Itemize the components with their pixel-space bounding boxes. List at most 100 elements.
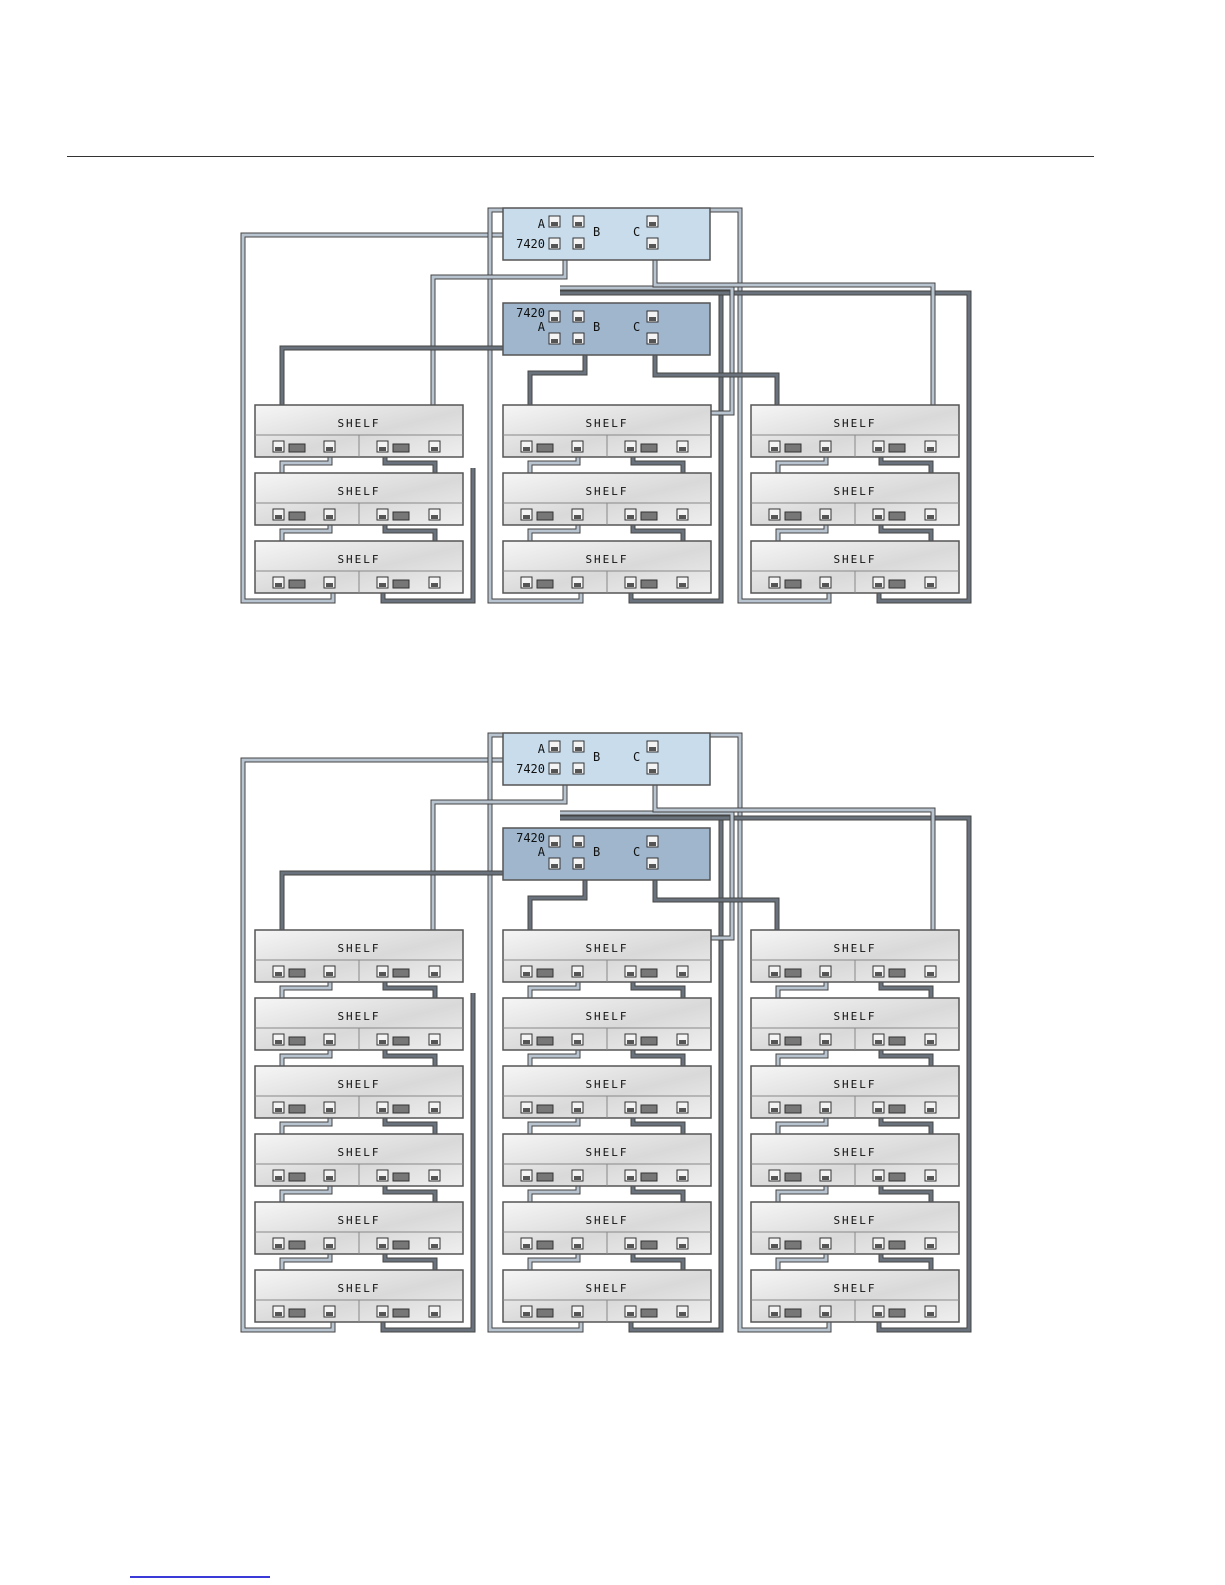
shelf-chain3-6-port-1-socket	[771, 1312, 778, 1316]
shelf-chain1-4-label: SHELF	[337, 1146, 380, 1159]
shelf-chain1-2: SHELF	[255, 998, 463, 1050]
shelf-chain1-6-label: SHELF	[337, 1282, 380, 1295]
shelf-chain2-1-port-4-socket	[679, 972, 686, 976]
configuration-6-shelves-per-chain-controller-1: A7420BC	[503, 733, 710, 785]
shelf-chain1-4-port-2-socket	[326, 1176, 333, 1180]
shelf-chain2-3-port-3-socket	[627, 1108, 634, 1112]
shelf-chain3-1-led-1	[785, 969, 801, 977]
shelf-chain1-3-port-2-socket	[326, 1108, 333, 1112]
shelf-chain3-4: SHELF	[751, 1134, 959, 1186]
configuration-6-shelves-per-chain-controller-2-port-a-label: A	[538, 845, 546, 859]
shelf-chain1-4-led-1	[289, 1173, 305, 1181]
shelf-chain2-5-port-3-socket	[627, 1244, 634, 1248]
configuration-6-shelves-per-chain-controller-1-hba-1-top-socket	[575, 747, 582, 751]
shelf-chain1-5-port-1-socket	[275, 1244, 282, 1248]
shelf-chain3-3-led-2	[889, 1105, 905, 1113]
shelf-chain2-5: SHELF	[503, 1202, 711, 1254]
configuration-6-shelves-per-chain-controller-2-hba-2-top-socket	[649, 842, 656, 846]
shelf-chain3-3-label: SHELF	[833, 1078, 876, 1091]
shelf-chain3-2-port-1-socket	[771, 1040, 778, 1044]
shelf-chain1-6-led-2	[393, 1309, 409, 1317]
shelf-chain1-3-port-1-socket	[275, 1108, 282, 1112]
shelf-chain3-5-port-1-socket	[771, 1244, 778, 1248]
shelf-chain3-5-port-3-socket	[875, 1244, 882, 1248]
shelf-chain2-2-led-1	[537, 1037, 553, 1045]
configuration-6-shelves-per-chain-group: SHELF SHELF SHELF SHELF SHELF SHELF SHELF SHELF…	[243, 733, 969, 1330]
shelf-chain1-1-port-4-socket	[431, 972, 438, 976]
shelf-chain2-4-port-2-socket	[574, 1176, 581, 1180]
shelf-chain3-1-port-4-socket	[927, 972, 934, 976]
shelf-chain1-1-label: SHELF	[337, 942, 380, 955]
configuration-6-shelves-per-chain-controller-2-hba-1-top-socket	[575, 842, 582, 846]
shelf-chain2-2-label: SHELF	[585, 1010, 628, 1023]
configuration-6-shelves-per-chain-controller-1-hba-0-top-socket	[551, 747, 558, 751]
shelf-chain1-1-led-2	[393, 969, 409, 977]
configuration-6-shelves-per-chain-controller-2: 7420ABC	[503, 828, 710, 880]
shelf-chain2-2-port-2-socket	[574, 1040, 581, 1044]
shelf-chain2-5-led-2	[641, 1241, 657, 1249]
shelf-chain3-5-led-1	[785, 1241, 801, 1249]
shelf-chain2-5-port-1-socket	[523, 1244, 530, 1248]
shelf-chain1-4-port-3-socket	[379, 1176, 386, 1180]
shelf-chain1-3-led-2	[393, 1105, 409, 1113]
shelf-chain3-4-led-1	[785, 1173, 801, 1181]
shelf-chain3-2-port-3-socket	[875, 1040, 882, 1044]
shelf-chain2-2: SHELF	[503, 998, 711, 1050]
shelf-chain3-6-led-1	[785, 1309, 801, 1317]
shelf-chain2-1: SHELF	[503, 930, 711, 982]
shelf-chain2-4: SHELF	[503, 1134, 711, 1186]
shelf-chain3-6-led-2	[889, 1309, 905, 1317]
shelf-chain3-4-port-3-socket	[875, 1176, 882, 1180]
shelf-chain3-2-port-2-socket	[822, 1040, 829, 1044]
shelf-chain2-2-port-4-socket	[679, 1040, 686, 1044]
shelf-chain1-4-port-1-socket	[275, 1176, 282, 1180]
shelf-chain2-1-port-1-socket	[523, 972, 530, 976]
shelf-chain3-1-port-1-socket	[771, 972, 778, 976]
shelf-chain1-2-port-1-socket	[275, 1040, 282, 1044]
shelf-chain2-4-led-2	[641, 1173, 657, 1181]
shelf-chain2-5-label: SHELF	[585, 1214, 628, 1227]
shelf-chain1-1-port-2-socket	[326, 972, 333, 976]
shelf-chain2-2-port-3-socket	[627, 1040, 634, 1044]
shelf-chain3-1-port-3-socket	[875, 972, 882, 976]
configuration-6-shelves-per-chain-controller-2-hba-2-bottom-socket	[649, 864, 656, 868]
shelf-chain1-3-port-4-socket	[431, 1108, 438, 1112]
configuration-6-shelves-per-chain-controller-1-hba-2-top-socket	[649, 747, 656, 751]
shelf-chain3-3-port-4-socket	[927, 1108, 934, 1112]
shelf-chain2-6-led-1	[537, 1309, 553, 1317]
configuration-6-shelves-per-chain-controller-1-port-a-label: A	[538, 742, 546, 756]
shelf-chain3-4-port-4-socket	[927, 1176, 934, 1180]
shelf-chain3-3: SHELF	[751, 1066, 959, 1118]
shelf-chain2-3-led-2	[641, 1105, 657, 1113]
configuration-6-shelves-per-chain-controller-2-port-c-label: C	[633, 845, 640, 859]
shelf-chain3-1-led-2	[889, 969, 905, 977]
shelf-chain3-4-label: SHELF	[833, 1146, 876, 1159]
shelf-chain2-6-port-3-socket	[627, 1312, 634, 1316]
shelf-chain2-2-led-2	[641, 1037, 657, 1045]
shelf-chain1-1: SHELF	[255, 930, 463, 982]
shelf-chain2-1-port-3-socket	[627, 972, 634, 976]
shelf-chain1-3-led-1	[289, 1105, 305, 1113]
shelf-chain3-2-led-1	[785, 1037, 801, 1045]
shelf-chain1-3: SHELF	[255, 1066, 463, 1118]
shelf-chain2-2-port-1-socket	[523, 1040, 530, 1044]
footer-link[interactable]	[130, 1576, 270, 1578]
shelf-chain3-6-port-3-socket	[875, 1312, 882, 1316]
shelf-chain1-2-port-3-socket	[379, 1040, 386, 1044]
shelf-chain1-5-led-1	[289, 1241, 305, 1249]
shelf-chain1-4: SHELF	[255, 1134, 463, 1186]
shelf-chain1-1-led-1	[289, 969, 305, 977]
shelf-chain2-3-label: SHELF	[585, 1078, 628, 1091]
configuration-6-shelves-per-chain-controller-2-hba-0-top-socket	[551, 842, 558, 846]
shelf-chain1-2-port-4-socket	[431, 1040, 438, 1044]
shelf-chain3-4-led-2	[889, 1173, 905, 1181]
shelf-chain2-3-port-1-socket	[523, 1108, 530, 1112]
shelf-chain2-5-port-4-socket	[679, 1244, 686, 1248]
shelf-chain2-4-led-1	[537, 1173, 553, 1181]
shelf-chain1-1-port-1-socket	[275, 972, 282, 976]
shelf-chain1-4-port-4-socket	[431, 1176, 438, 1180]
shelf-chain3-1: SHELF	[751, 930, 959, 982]
shelf-chain3-4-port-2-socket	[822, 1176, 829, 1180]
shelf-chain3-6-port-2-socket	[822, 1312, 829, 1316]
